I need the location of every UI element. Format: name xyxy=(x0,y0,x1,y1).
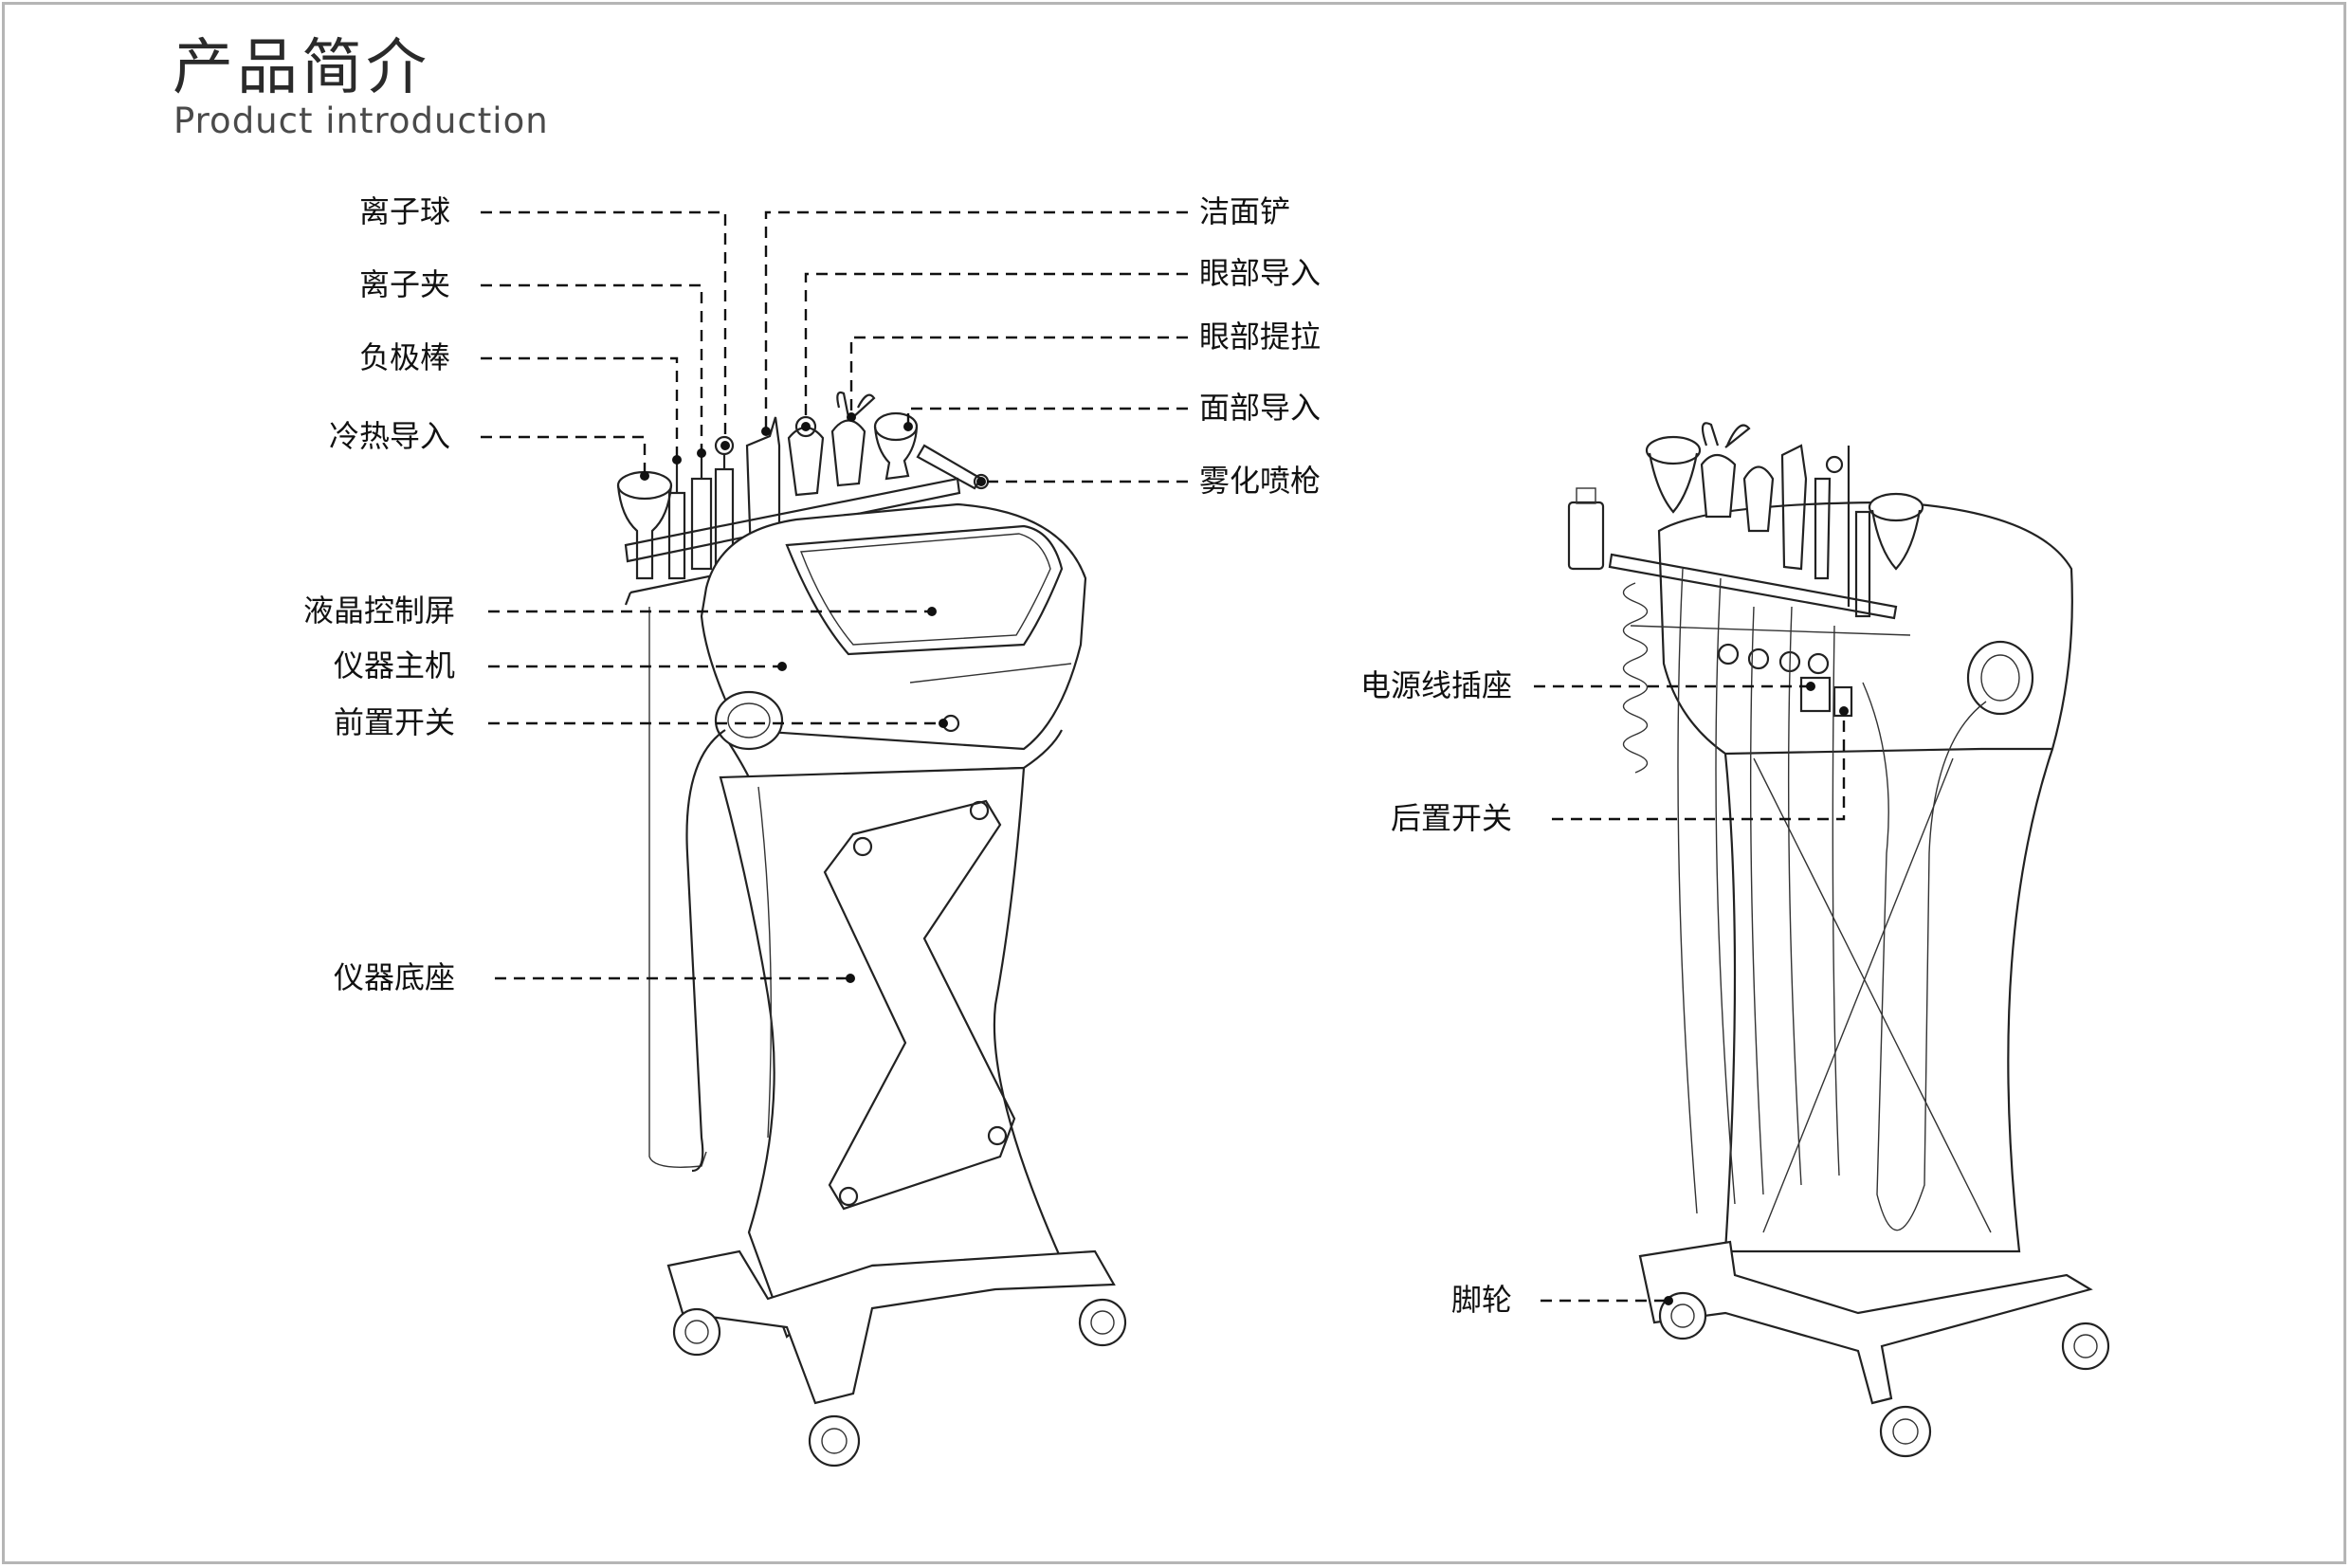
caster-front-left xyxy=(672,1307,721,1357)
caster-rear-bottom xyxy=(1879,1405,1932,1458)
label-power-socket: 电源线插座 xyxy=(1359,667,1512,703)
label-eye-infusion: 眼部导入 xyxy=(1199,255,1322,291)
label-main-unit: 仪器主机 xyxy=(333,647,455,684)
caster-front-right xyxy=(1078,1298,1127,1347)
label-negative-rod: 负极棒 xyxy=(358,339,450,375)
tool-eye-infusion xyxy=(787,415,825,497)
label-base: 仪器底座 xyxy=(333,959,455,995)
leader-lines-right xyxy=(1534,682,1849,1305)
caster-front-bottom xyxy=(808,1414,861,1468)
tool-ion-clip xyxy=(690,446,713,571)
label-face-infusion: 面部导入 xyxy=(1199,390,1322,426)
page-subtitle: Product introduction xyxy=(173,100,549,141)
tool-hot-cold xyxy=(616,470,673,580)
label-hot-cold: 冷热导入 xyxy=(328,418,450,454)
label-lcd-screen: 液晶控制屏 xyxy=(302,593,455,629)
caster-rear-right xyxy=(2061,1322,2110,1371)
label-face-scrubber: 洁面铲 xyxy=(1199,193,1291,229)
tool-negative-rod xyxy=(667,460,686,580)
label-eye-lift: 眼部提拉 xyxy=(1199,319,1322,355)
label-ion-ball: 离子球 xyxy=(358,193,450,229)
label-rear-switch: 后置开关 xyxy=(1390,800,1512,836)
tool-face-infusion xyxy=(873,411,919,481)
leader-lines-left xyxy=(481,210,1188,983)
label-spray-gun: 雾化喷枪 xyxy=(1199,463,1322,499)
label-front-switch: 前置开关 xyxy=(333,704,455,740)
page-title: 产品简介 xyxy=(173,33,430,103)
tool-eye-lift xyxy=(830,391,876,487)
front-view-machine xyxy=(616,391,1127,1468)
tool-ion-ball xyxy=(714,435,735,566)
label-ion-clip: 离子夹 xyxy=(358,266,450,302)
rear-view-machine xyxy=(1567,422,2110,1458)
label-caster: 脚轮 xyxy=(1450,1282,1512,1318)
